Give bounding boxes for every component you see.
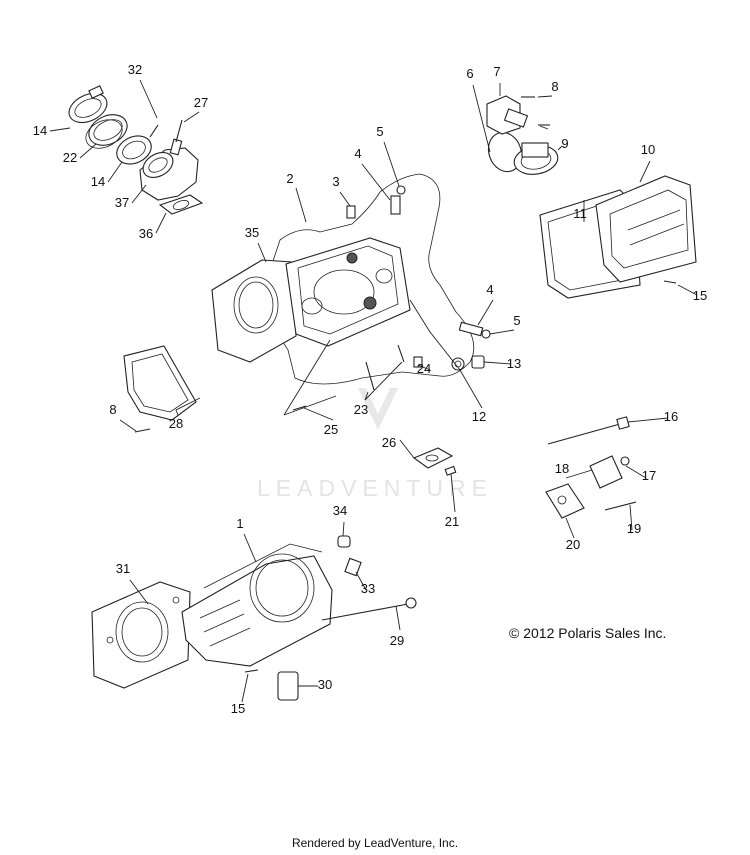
callout-1: 1 xyxy=(236,516,243,531)
callout-31: 31 xyxy=(116,561,130,576)
callout-15: 15 xyxy=(693,288,707,303)
side-cover-assembly xyxy=(123,345,197,433)
cylinder-assembly xyxy=(91,535,417,701)
callout-30: 30 xyxy=(318,677,332,692)
callout-11: 11 xyxy=(573,206,587,221)
callout-5: 5 xyxy=(376,124,383,139)
callout-37: 37 xyxy=(115,195,129,210)
callout-25: 25 xyxy=(324,422,338,437)
callout-10: 10 xyxy=(641,142,655,157)
intake-assembly xyxy=(68,85,204,215)
leadventure-watermark: LEADVENTURE xyxy=(257,388,493,501)
cylinder-head-assembly xyxy=(211,173,491,411)
callout-16: 16 xyxy=(664,409,678,424)
callout-2: 2 xyxy=(286,171,293,186)
gasket-and-screw xyxy=(412,447,457,476)
callout-13: 13 xyxy=(507,356,521,371)
callout-17: 17 xyxy=(642,468,656,483)
callout-24: 24 xyxy=(417,361,431,376)
callout-28: 28 xyxy=(169,416,183,431)
callout-4: 4 xyxy=(486,282,493,297)
valve-cover-assembly xyxy=(539,175,697,299)
callout-8: 8 xyxy=(551,79,558,94)
callout-23: 23 xyxy=(354,402,368,417)
callout-18: 18 xyxy=(555,461,569,476)
callout-14: 14 xyxy=(33,123,47,138)
bracket-assembly xyxy=(545,416,637,519)
callout-8: 8 xyxy=(109,402,116,417)
callout-9: 9 xyxy=(561,136,568,151)
callout-14: 14 xyxy=(91,174,105,189)
copyright-text: © 2012 Polaris Sales Inc. xyxy=(509,625,667,641)
callout-26: 26 xyxy=(382,435,396,450)
callout-19: 19 xyxy=(627,521,641,536)
callout-22: 22 xyxy=(63,150,77,165)
callout-12: 12 xyxy=(472,409,486,424)
callout-4: 4 xyxy=(354,146,361,161)
callout-20: 20 xyxy=(566,537,580,552)
callout-5: 5 xyxy=(513,313,520,328)
callout-15: 15 xyxy=(231,701,245,716)
thermostat-housing-assembly xyxy=(486,95,559,175)
callout-33: 33 xyxy=(361,581,375,596)
leader-lines xyxy=(49,79,698,703)
callout-21: 21 xyxy=(445,514,459,529)
callout-27: 27 xyxy=(194,95,208,110)
callout-29: 29 xyxy=(390,633,404,648)
callout-32: 32 xyxy=(128,62,142,77)
callout-7: 7 xyxy=(493,64,500,79)
callout-6: 6 xyxy=(466,66,473,81)
watermark-text: LEADVENTURE xyxy=(257,475,493,501)
callout-34: 34 xyxy=(333,503,347,518)
callout-3: 3 xyxy=(332,174,339,189)
rendered-by-footer: Rendered by LeadVenture, Inc. xyxy=(291,836,459,850)
callout-36: 36 xyxy=(139,226,153,241)
callout-35: 35 xyxy=(245,225,259,240)
